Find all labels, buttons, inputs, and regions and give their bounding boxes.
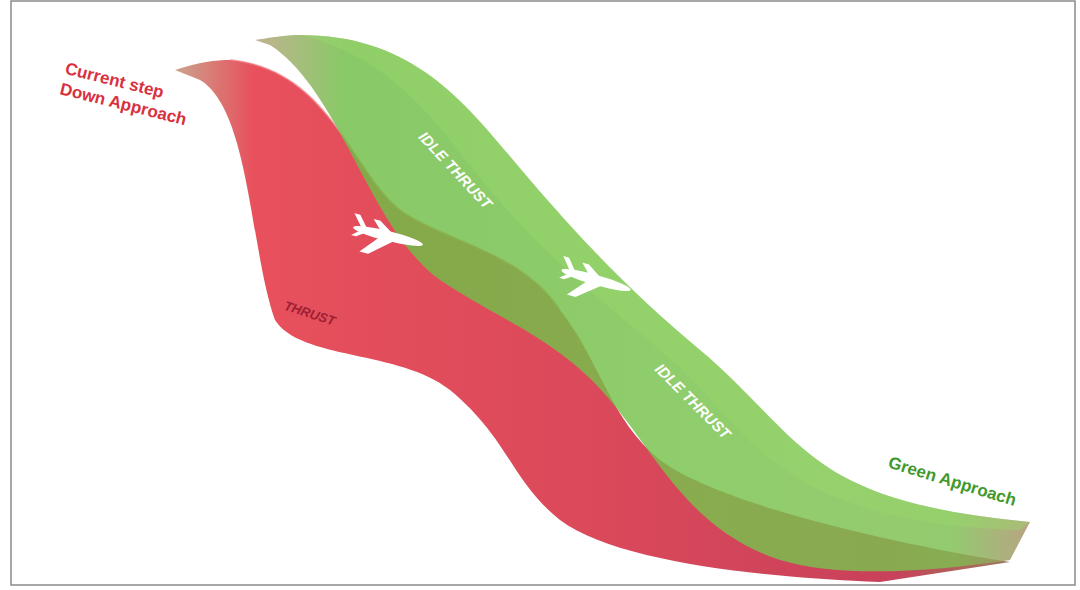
picture-frame (11, 1, 1075, 585)
green-band-top-face (300, 35, 1030, 530)
airplane-icon (553, 256, 634, 311)
green-approach-band (255, 35, 1030, 571)
airplane-icon (346, 213, 427, 266)
